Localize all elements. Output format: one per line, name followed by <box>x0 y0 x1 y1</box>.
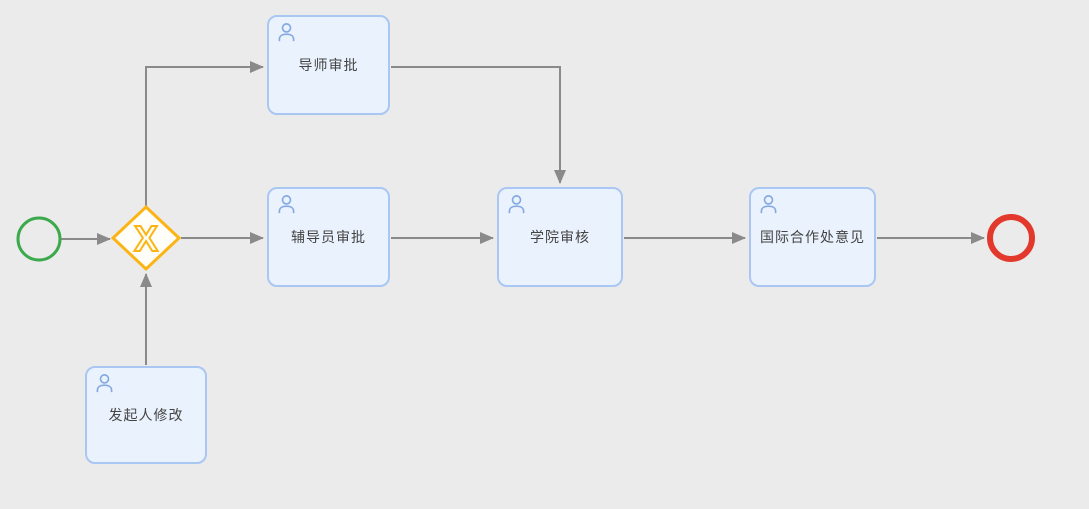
task-label: 发起人修改 <box>108 407 184 423</box>
end-event[interactable] <box>987 214 1035 262</box>
task-initiator-revision[interactable]: 发起人修改 <box>85 366 207 464</box>
task-label: 导师审批 <box>298 57 359 73</box>
flow-tutor-approval-to-college-review[interactable] <box>391 66 566 184</box>
task-label: 学院审核 <box>530 229 590 245</box>
user-icon <box>760 195 777 214</box>
flow-gateway-to-tutor-approval[interactable] <box>145 61 264 206</box>
task-college-review[interactable]: 学院审核 <box>497 187 623 287</box>
task-international-cooperation-office-opinion[interactable]: 国际合作处意见 <box>749 187 876 287</box>
task-label: 国际合作处意见 <box>760 229 865 245</box>
user-icon <box>278 195 295 214</box>
task-counselor-approval[interactable]: 辅导员审批 <box>267 187 390 287</box>
gateway-diamond[interactable] <box>110 204 182 272</box>
start-event[interactable] <box>16 216 62 262</box>
task-tutor-approval[interactable]: 导师审批 <box>267 15 390 115</box>
user-icon <box>508 195 525 214</box>
exclusive-gateway[interactable]: X <box>110 204 182 272</box>
user-icon <box>278 23 295 42</box>
exclusive-gateway-x-icon: X <box>134 218 158 259</box>
task-label: 辅导员审批 <box>291 229 366 245</box>
user-icon <box>96 374 113 393</box>
